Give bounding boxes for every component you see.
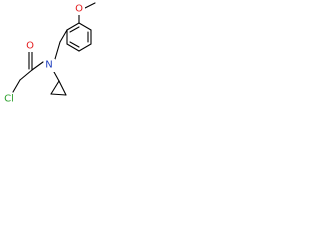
ring-bond-1 <box>66 22 80 31</box>
chemical-structure-diagram: Cl O N O <box>1 2 96 105</box>
carbonyl-oxygen-atom-label: O <box>26 41 34 52</box>
ring-inner-double-1 <box>69 26 80 33</box>
ring-bond-2 <box>78 22 92 31</box>
carbonyl-oxygen-label-bg <box>25 40 35 52</box>
amide-nitrogen-atom-label: N <box>45 60 52 71</box>
atom-label-layer: Cl O N O <box>1 3 85 105</box>
chlorine-atom-label: Cl <box>4 94 14 105</box>
bond-layer <box>12 2 96 96</box>
chlorine-label-bg <box>1 93 17 105</box>
bond-ch2-ring <box>59 29 68 43</box>
ring-bond-5 <box>66 43 80 52</box>
ring-inner-double-3 <box>69 41 80 48</box>
bond-cyclopropyl-a <box>50 80 60 95</box>
bond-n-cyclopropyl <box>53 71 60 82</box>
bond-cl-ch2 <box>12 79 21 93</box>
amide-nitrogen-label-bg <box>44 59 55 72</box>
bond-cyclopropyl-b <box>50 93 67 96</box>
bond-carbonyl-n <box>31 61 44 71</box>
bond-n-benzyl-ch2 <box>54 41 61 60</box>
ether-oxygen-atom-label: O <box>75 4 83 15</box>
ether-oxygen-label-bg <box>74 3 85 15</box>
bond-ether-o-methyl <box>84 2 96 9</box>
ring-bond-4 <box>78 43 92 52</box>
bond-ch2-carbonyl <box>19 69 33 81</box>
bond-cyclopropyl-c <box>58 80 67 96</box>
